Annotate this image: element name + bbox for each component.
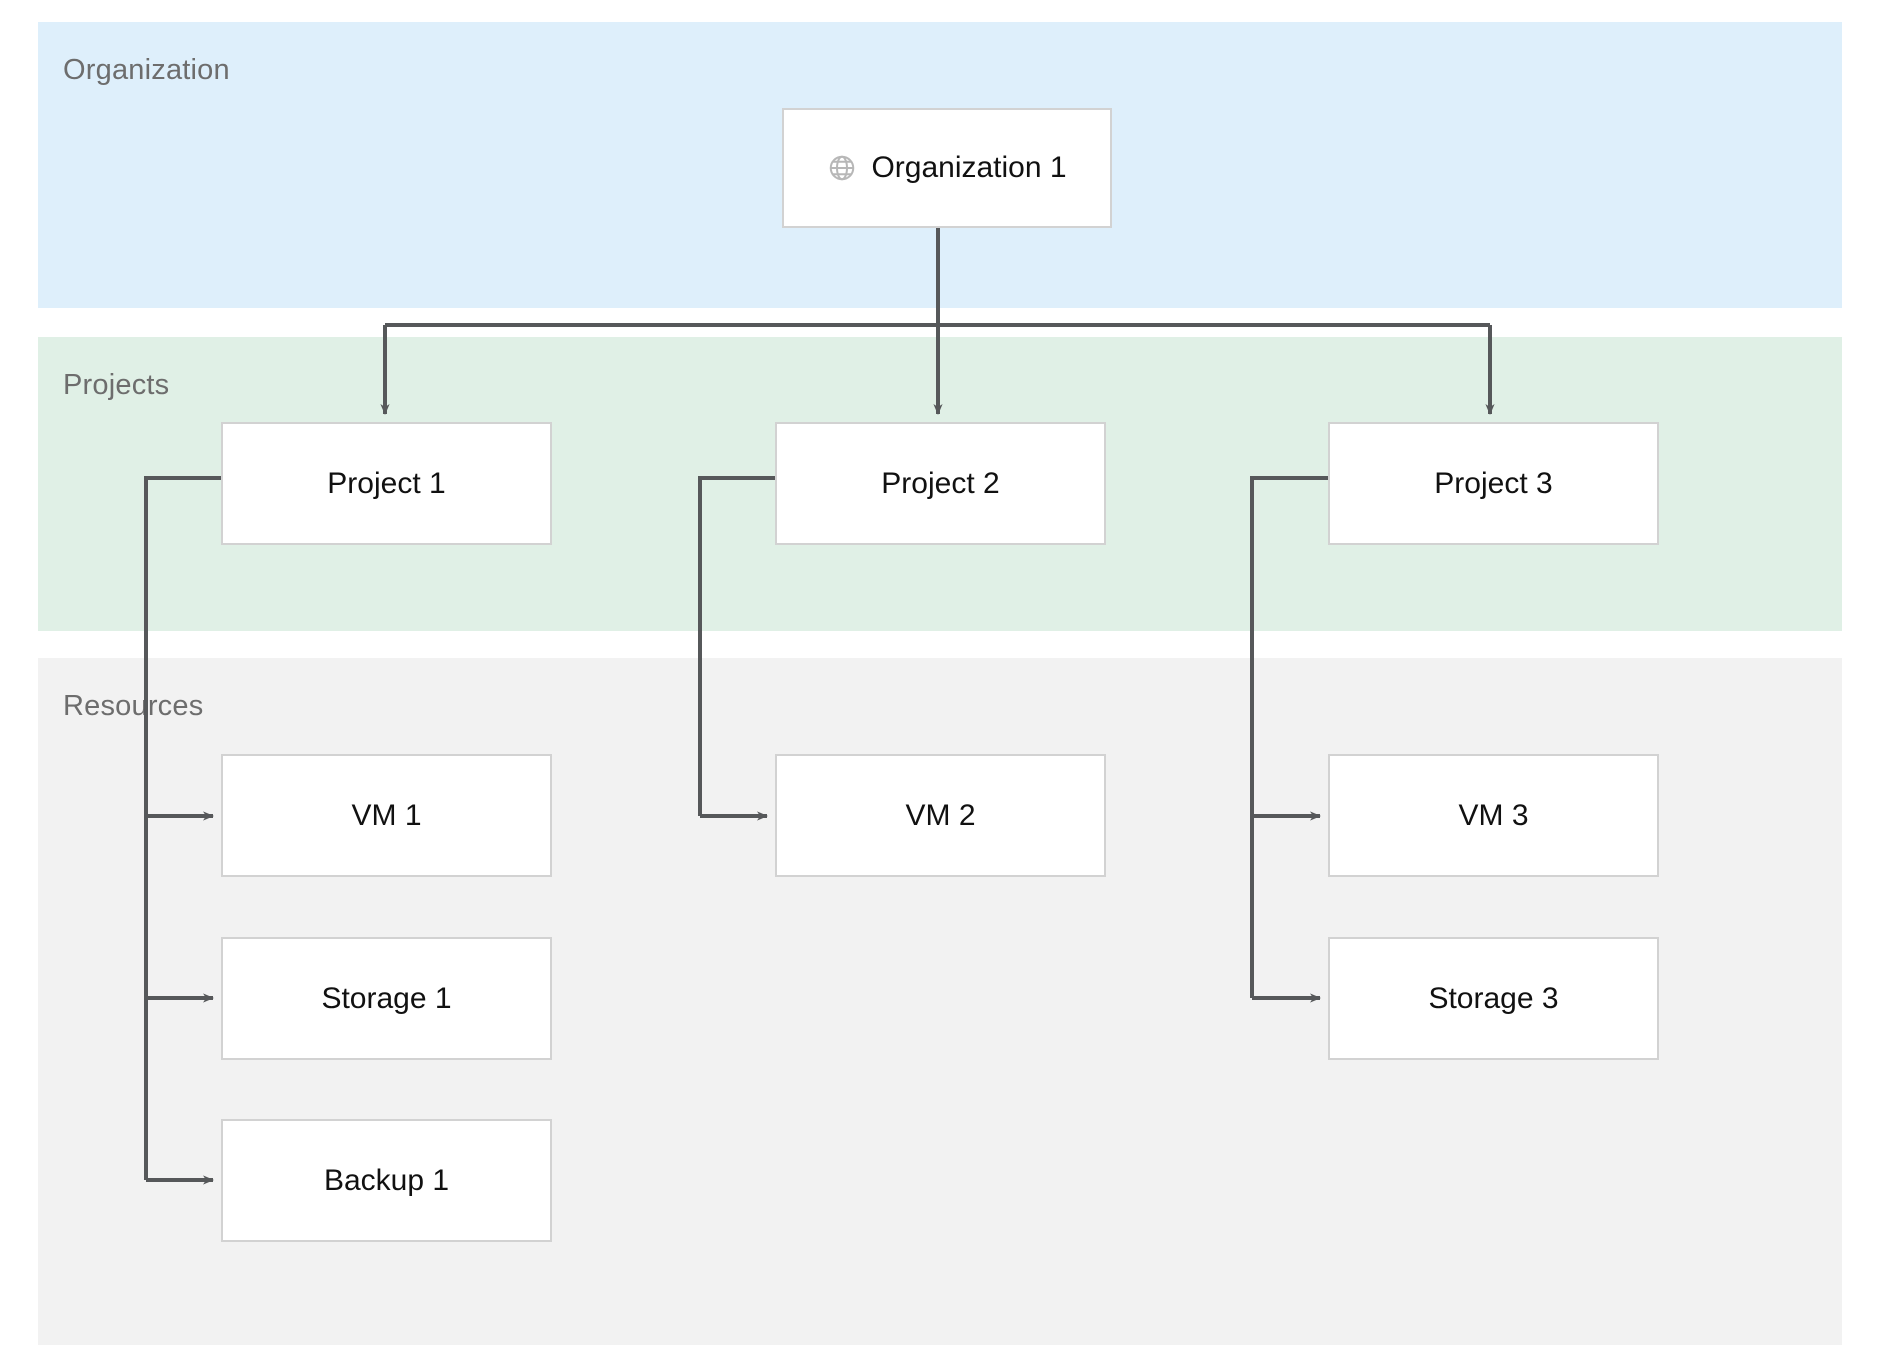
node-project-2[interactable]: Project 2: [775, 422, 1106, 545]
node-storage-3[interactable]: Storage 3: [1328, 937, 1659, 1060]
node-project-3-label: Project 3: [1434, 466, 1553, 500]
band-label-projects: Projects: [63, 369, 170, 401]
node-vm-1[interactable]: VM 1: [221, 754, 552, 877]
node-project-3[interactable]: Project 3: [1328, 422, 1659, 545]
node-storage-3-label: Storage 3: [1428, 981, 1559, 1015]
node-project-2-label: Project 2: [881, 466, 1000, 500]
node-storage-1[interactable]: Storage 1: [221, 937, 552, 1060]
node-project-1-label: Project 1: [327, 466, 446, 500]
node-vm-1-label: VM 1: [351, 798, 422, 832]
node-backup-1[interactable]: Backup 1: [221, 1119, 552, 1242]
node-storage-1-label: Storage 1: [321, 981, 452, 1015]
globe-icon: [827, 153, 857, 183]
band-label-resources: Resources: [63, 690, 204, 722]
node-vm-3-label: VM 3: [1458, 798, 1529, 832]
node-vm-2-label: VM 2: [905, 798, 976, 832]
node-organization-1-label: Organization 1: [871, 151, 1067, 184]
node-organization-1[interactable]: Organization 1: [782, 108, 1112, 228]
band-label-organization: Organization: [63, 54, 230, 86]
node-vm-2[interactable]: VM 2: [775, 754, 1106, 877]
node-vm-3[interactable]: VM 3: [1328, 754, 1659, 877]
node-project-1[interactable]: Project 1: [221, 422, 552, 545]
node-backup-1-label: Backup 1: [323, 1163, 450, 1197]
